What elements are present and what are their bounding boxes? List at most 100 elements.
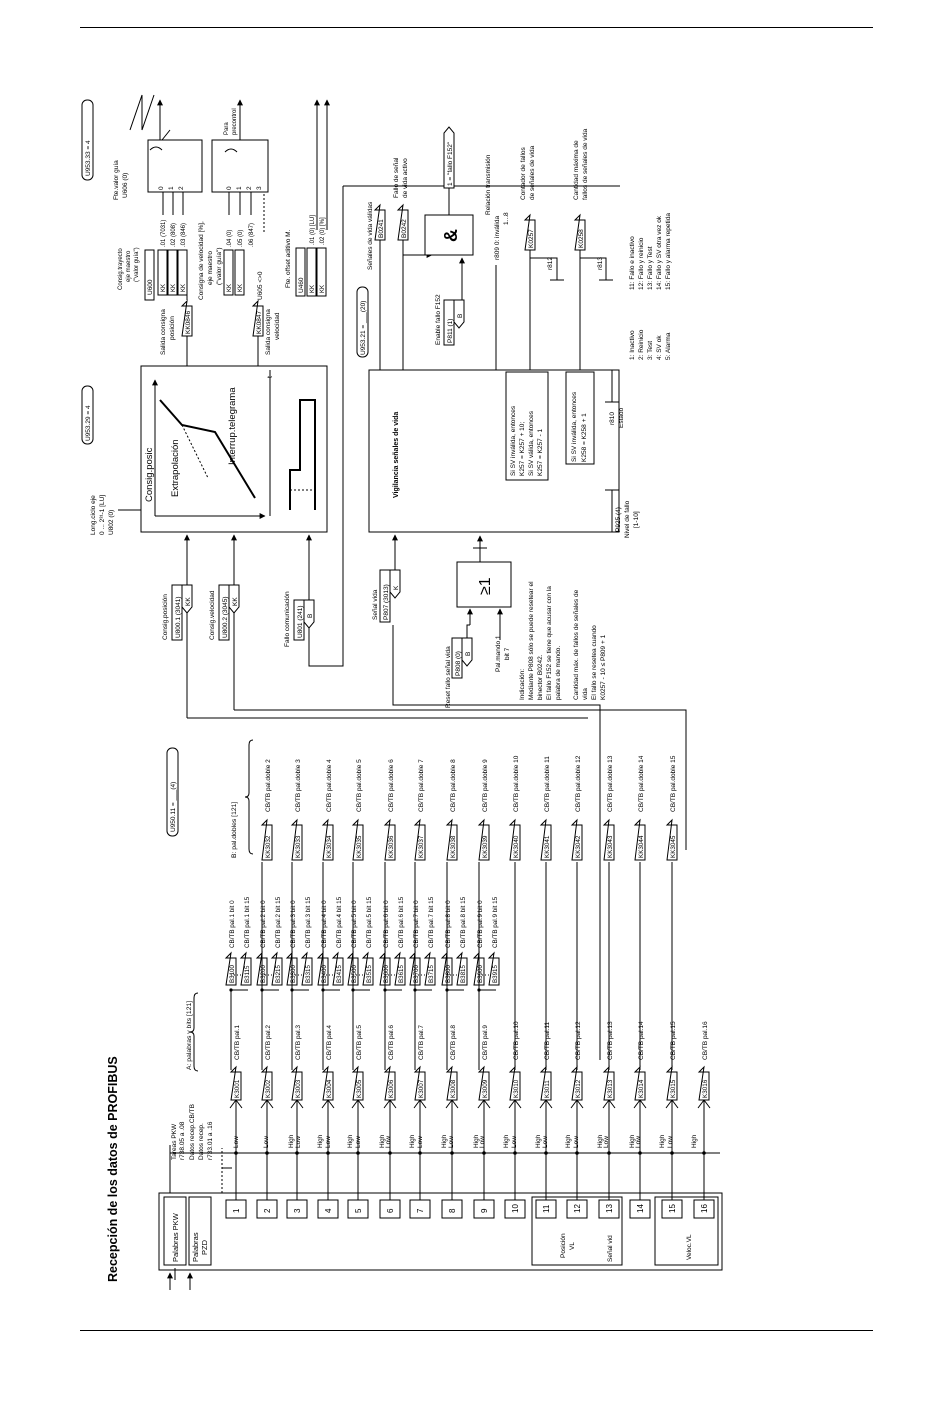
- lowhigh-label: Low: [479, 1136, 486, 1148]
- consig-trayecto-2: eje maestro: [126, 250, 132, 282]
- u605-val: .05 (0): [238, 230, 244, 247]
- word-k: K3001: [234, 1079, 241, 1098]
- u950-param: U950.11 = ___(4): [170, 782, 177, 832]
- note-line: vida: [582, 688, 589, 700]
- or-gate: ≥1: [477, 577, 494, 595]
- r810: r810: [609, 412, 616, 425]
- bit15-binector: B3215: [275, 965, 282, 983]
- in-fallo-label: Fallo comunicación: [284, 591, 291, 647]
- posicion-vl-1: Posición: [560, 1233, 567, 1258]
- bit0-label: CB/TB pal.6 bit 0: [383, 900, 390, 948]
- double-label: CB/TB pal.doble 3: [295, 759, 302, 812]
- double-label: CB/TB pal.doble 9: [482, 759, 489, 812]
- pzd-words-label-1: Palabras: [191, 1232, 200, 1262]
- double-label: CB/TB pal.doble 13: [607, 755, 614, 812]
- u953-33-param: U953.33 = 4: [85, 140, 92, 176]
- senal-vida-k: K: [393, 585, 400, 590]
- bit15-binector: B3815: [460, 965, 467, 983]
- lowhigh-label: High: [597, 1134, 604, 1148]
- pzd-box-8: 8: [441, 1199, 463, 1219]
- datos-recep-2: Datos recep.: [198, 1123, 205, 1160]
- fte-valor-guia-1: Fte.valor guía: [113, 160, 120, 200]
- word-k: K3010: [513, 1079, 520, 1098]
- bottom-rule: [80, 1330, 873, 1331]
- word-label: CB/TB pal.15: [670, 1021, 677, 1060]
- consig-vel-2: eje maestro: [207, 251, 214, 285]
- bit15-binector: B3715: [428, 965, 435, 983]
- double-kk: KK3042: [575, 835, 582, 858]
- bit15-label: CB/TB pal.7 bit 15: [428, 896, 435, 948]
- double-label: CB/TB pal.doble 7: [418, 759, 425, 812]
- double-kk: KK3045: [670, 835, 677, 858]
- pzd-number: 9: [480, 1208, 489, 1213]
- status-right-item: 14: Fallo y SV otra vez ok: [656, 215, 663, 290]
- words-header: A: palabras y bits [121]: [186, 1001, 193, 1070]
- bit15-label: CB/TB pal.5 bit 15: [366, 896, 373, 948]
- vigilancia-title: Vigilancia señales de vida: [393, 412, 400, 498]
- consig-vel-3: ("valor guía"): [216, 248, 223, 286]
- lowhigh-label: Low: [417, 1136, 424, 1148]
- word-k: K3006: [388, 1079, 395, 1098]
- note-line: binector B0242.: [537, 654, 544, 700]
- bit0-binector: B3800: [445, 965, 452, 983]
- contador-1: Contador de fallos: [520, 146, 527, 200]
- word-k: K3012: [575, 1079, 582, 1098]
- sel-0: 0: [158, 186, 165, 190]
- posicion-vl-2: VL: [569, 1242, 576, 1250]
- u953-21-param: U953.21 = ___(20): [360, 301, 367, 355]
- pzd-box-2: 2: [256, 1199, 278, 1219]
- double-label: CB/TB pal.doble 11: [544, 756, 551, 812]
- bit15-label: CB/TB pal.6 bit 15: [398, 896, 405, 948]
- tareas-pkw-2: r738.05 a .08: [179, 1121, 186, 1160]
- sv-validas: Señales de vida válidas: [367, 201, 374, 270]
- pzd-box-10: 10: [504, 1199, 526, 1219]
- pzd-box-1: 1: [225, 1199, 247, 1219]
- u953-21-box: [356, 286, 369, 358]
- word-k: K3014: [638, 1079, 645, 1098]
- in-fallo-param: U801 (241): [297, 605, 304, 638]
- u953-33-box: [81, 99, 94, 181]
- pzd-box-14: 14: [629, 1199, 651, 1219]
- pzd-box-7: 7: [409, 1199, 431, 1219]
- status-right-item: 13: Fallo y Test: [647, 246, 654, 290]
- sel-3: 3: [256, 186, 263, 190]
- u460-val: .01 (0) [LU]: [310, 215, 316, 245]
- bit15-label: CB/TB pal.1 bit 15: [244, 896, 251, 948]
- sel-2: 2: [178, 186, 185, 190]
- r813: r813: [597, 257, 604, 270]
- word-label: CB/TB pal.5: [356, 1025, 363, 1060]
- datos-recep-1: Datos recep.CB/TB: [189, 1104, 196, 1160]
- lowhigh-label: Low: [511, 1136, 518, 1148]
- in-velocidad-param: U800.2 (3045): [222, 596, 229, 638]
- pzd-box-11: 11: [535, 1199, 557, 1219]
- lowhigh-label: High: [473, 1134, 480, 1148]
- receive-frame: Palabras PKW Palabras PZD Posición VL Se…: [158, 1192, 723, 1271]
- lowhigh-label: Low: [325, 1136, 332, 1148]
- status-left-item: 4: SV ok: [656, 335, 663, 360]
- page-title: Recepción de los datos de PROFIBUS: [106, 1056, 120, 1282]
- u460-label: U460: [298, 277, 305, 293]
- pzd-number: 6: [386, 1208, 395, 1213]
- lowhigh-label: Low: [573, 1136, 580, 1148]
- para-precontrol-2: precontrol: [232, 108, 238, 135]
- bit15-label: CB/TB pal.4 bit 15: [336, 896, 343, 948]
- pzd-number: 2: [263, 1208, 272, 1213]
- status-right-item: 15: Fallo y alarma repetida: [665, 213, 672, 290]
- lowhigh-label: High: [565, 1134, 572, 1148]
- pzd-box-16: 16: [693, 1199, 715, 1219]
- pzd-number: 15: [668, 1204, 677, 1213]
